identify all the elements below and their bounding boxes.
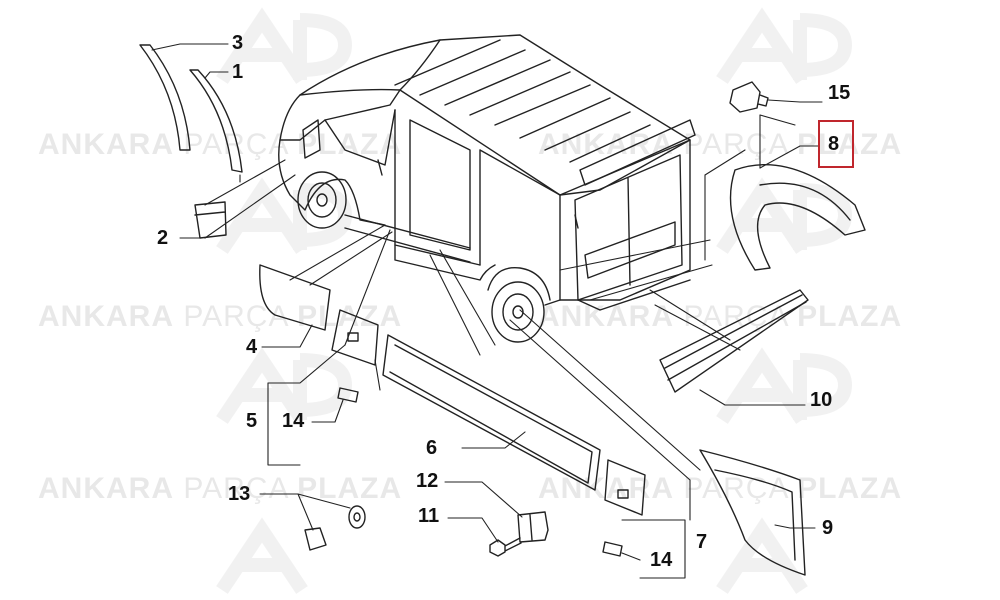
part-7-rear-panel bbox=[604, 459, 646, 516]
callout-2: 2 bbox=[157, 227, 169, 249]
callout-11: 11 bbox=[418, 505, 440, 527]
part-11-screw bbox=[489, 537, 522, 557]
part-15-fastener bbox=[729, 81, 769, 113]
watermark-logo bbox=[716, 347, 853, 424]
leader-lines bbox=[151, 43, 823, 579]
part-1-arch-moulding bbox=[189, 69, 243, 173]
callout-4: 4 bbox=[246, 336, 258, 358]
watermark-logo-group bbox=[216, 7, 853, 594]
part-5-small-panel bbox=[331, 309, 379, 366]
part-10-bumper-strip bbox=[659, 289, 809, 393]
watermark-logo bbox=[216, 7, 353, 84]
part-3-arch-strip bbox=[139, 44, 191, 151]
watermark-logo bbox=[216, 347, 353, 424]
callout-8-highlight[interactable] bbox=[818, 120, 854, 168]
part-6-side-panel bbox=[382, 334, 601, 491]
watermark-logo bbox=[716, 517, 808, 594]
part-8-inner-edge bbox=[759, 182, 851, 221]
van-illustration bbox=[278, 34, 696, 343]
part-13-grommet bbox=[348, 505, 366, 529]
part-13-plug bbox=[304, 527, 327, 551]
callout-6: 6 bbox=[426, 437, 438, 459]
callout-1: 1 bbox=[232, 61, 244, 83]
part-10-strip-lines bbox=[664, 294, 807, 381]
part-12-clip bbox=[517, 511, 549, 543]
part-9-inner-edge bbox=[714, 469, 796, 561]
part-14-clip-left bbox=[337, 387, 359, 403]
watermark-logo bbox=[716, 177, 853, 254]
part-9-corner-panel bbox=[699, 449, 806, 576]
callout-3: 3 bbox=[232, 32, 244, 54]
callout-14-right: 14 bbox=[650, 549, 673, 571]
callout-8[interactable]: 8 bbox=[828, 133, 840, 155]
part-8-rear-arch bbox=[729, 163, 866, 271]
part-6-inner-edge bbox=[389, 344, 593, 484]
callout-10: 10 bbox=[810, 389, 833, 411]
callout-9: 9 bbox=[822, 517, 834, 539]
callout-14-left: 14 bbox=[282, 410, 305, 432]
part-7-clip-hole bbox=[617, 489, 629, 499]
callout-7: 7 bbox=[696, 531, 708, 553]
callout-5: 5 bbox=[246, 410, 258, 432]
callout-13: 13 bbox=[228, 483, 251, 505]
part-13-grommet-hole bbox=[353, 512, 361, 522]
watermark-logo bbox=[216, 177, 353, 254]
part-2-bracket bbox=[194, 201, 227, 239]
part-14-clip-right bbox=[602, 541, 623, 557]
callout-12: 12 bbox=[416, 470, 439, 492]
part-4-front-panel bbox=[259, 264, 331, 331]
watermark-logo bbox=[216, 517, 308, 594]
watermark-logo bbox=[716, 7, 853, 84]
callout-15: 15 bbox=[828, 82, 851, 104]
